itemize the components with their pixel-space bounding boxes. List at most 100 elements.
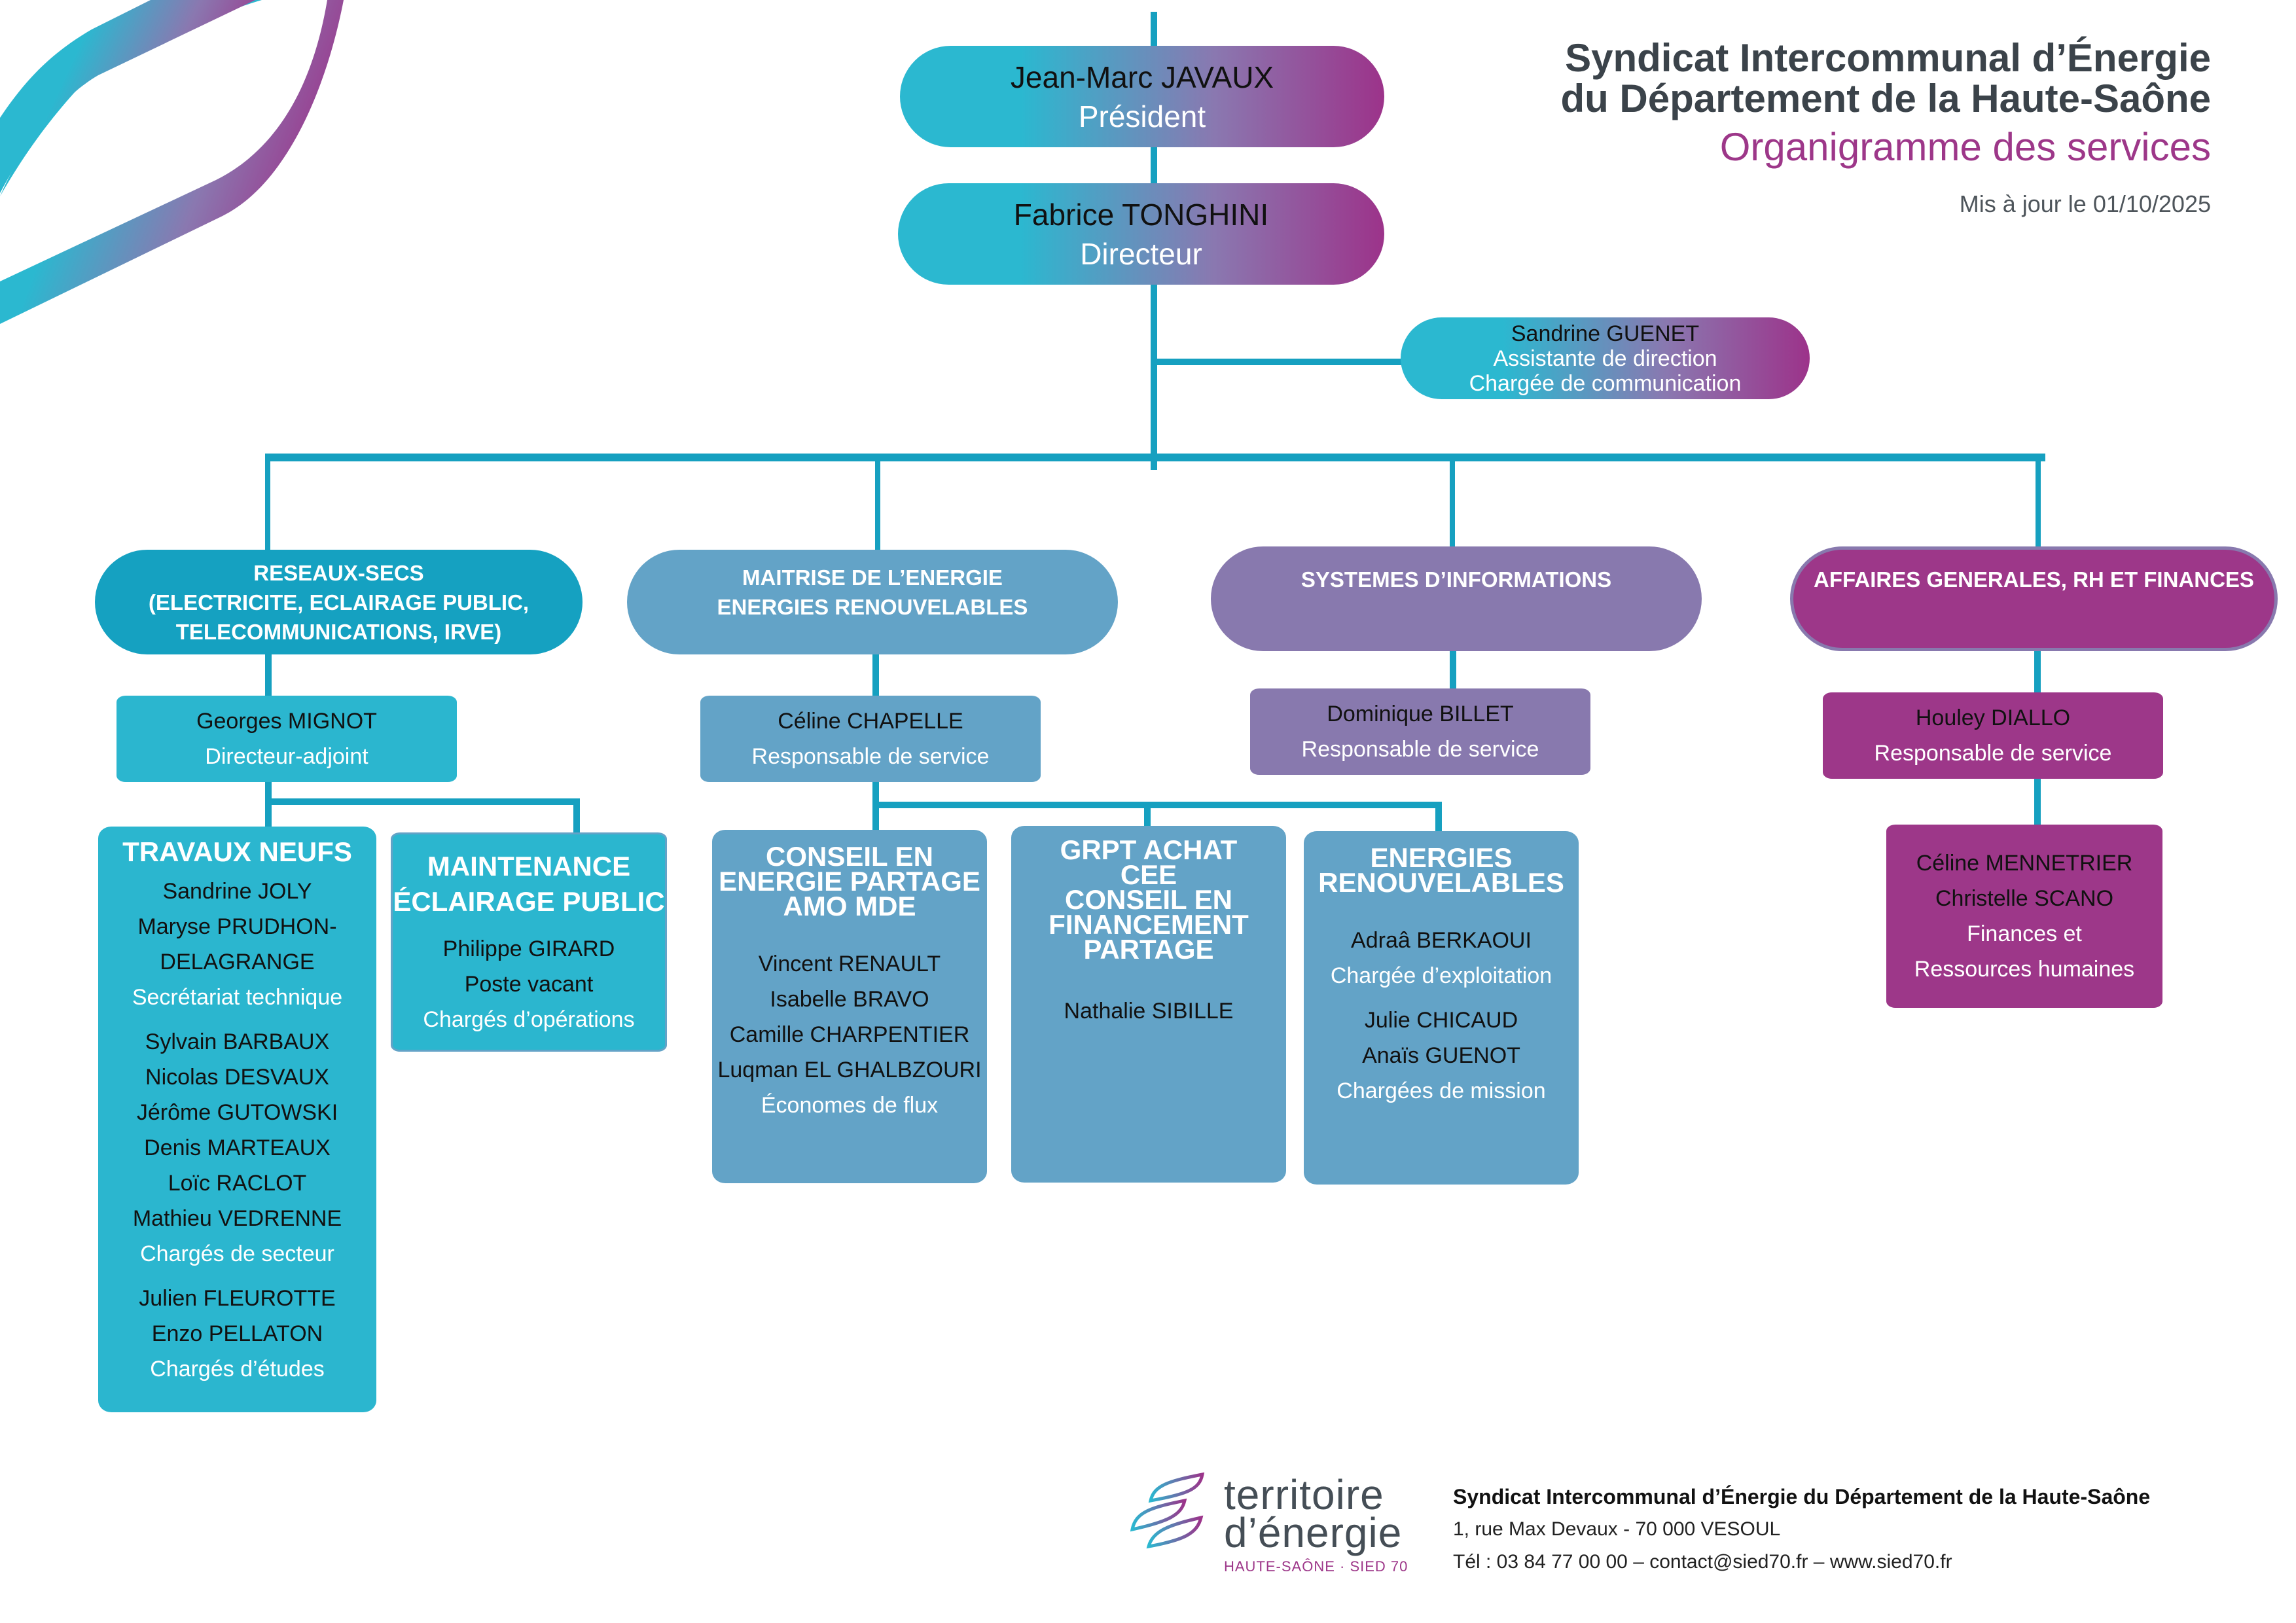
president-node[interactable]: Jean-Marc JAVAUX Président [900,46,1384,147]
org-title-line2: du Département de la Haute-Saône [1560,77,2211,120]
head-role: Responsable de service [1874,741,2112,766]
staff-name: Sandrine JOLY [162,879,312,904]
staff-role: Ressources humaines [1914,957,2135,982]
staff-name: Nicolas DESVAUX [145,1065,329,1090]
connector-bus [265,454,2045,461]
decorative-swoosh [0,0,344,324]
staff-name: Sylvain BARBAUX [145,1029,330,1054]
department-title-line: ENERGIES RENOUVELABLES [717,595,1028,619]
footer-contact[interactable]: Tél : 03 84 77 00 00 – contact@sied70.fr… [1453,1551,1952,1573]
assistant-role-2: Chargée de communication [1469,370,1742,396]
head-celine-chapelle[interactable]: Céline CHAPELLE Responsable de service [700,696,1041,782]
staff-name: Poste vacant [464,972,594,997]
connector-d2-team3 [1435,802,1442,831]
staff-name: Denis MARTEAUX [144,1135,331,1160]
staff-name: Maryse PRUDHON- [137,914,337,939]
staff-role: Économes de flux [761,1093,939,1118]
department-title-line: MAITRISE DE L’ENERGIE [742,565,1003,590]
director-name: Fabrice TONGHINI [1013,197,1269,232]
head-name: Georges MIGNOT [196,709,377,734]
head-dominique-billet[interactable]: Dominique BILLET Responsable de service [1250,688,1590,775]
logo-tagline: HAUTE-SAÔNE · SIED 70 [1224,1558,1408,1575]
staff-name: Julien FLEUROTTE [139,1286,336,1311]
team-maintenance-eclairage[interactable]: MAINTENANCE ÉCLAIRAGE PUBLIC Philippe GI… [391,832,667,1052]
team-title: PARTAGE [1083,934,1214,965]
staff-role: Finances et [1967,921,2082,946]
team-title: TRAVAUX NEUFS [122,836,352,867]
staff-name: Anaïs GUENOT [1362,1043,1520,1068]
head-role: Responsable de service [1301,737,1539,762]
connector-drop-2 [875,458,880,556]
department-title-line: (ELECTRICITE, ECLAIRAGE PUBLIC, [148,590,529,615]
assistant-name: Sandrine GUENET [1511,321,1700,346]
team-title: CONSEIL EN [1065,884,1232,915]
staff-role: Secrétariat technique [132,985,343,1010]
staff-name: Céline MENNETRIER [1916,851,2133,876]
assistant-role-1: Assistante de direction [1493,346,1717,371]
team-title: CONSEIL EN [766,841,933,872]
team-energies-renouvelables[interactable]: ENERGIES RENOUVELABLES Adraâ BERKAOUI Ch… [1304,831,1579,1185]
president-name: Jean-Marc JAVAUX [1010,60,1274,94]
head-role: Responsable de service [751,744,990,769]
staff-name: Adraâ BERKAOUI [1351,928,1532,953]
staff-role: Chargée d’exploitation [1330,963,1552,988]
department-title-line: TELECOMMUNICATIONS, IRVE) [175,619,502,644]
head-georges-mignot[interactable]: Georges MIGNOT Directeur-adjoint [117,696,457,782]
department-title-line: SYSTEMES D’INFORMATIONS [1300,567,1612,592]
team-title: GRPT ACHAT [1060,834,1238,865]
department-title-line: AFFAIRES GENERALES, RH ET FINANCES [1814,567,2254,592]
staff-name: Isabelle BRAVO [770,987,929,1012]
department-affaires-generales[interactable]: AFFAIRES GENERALES, RH ET FINANCES [1790,546,2278,651]
team-grpt-achat[interactable]: GRPT ACHAT CEE CONSEIL EN FINANCEMENT PA… [1011,826,1286,1183]
department-reseaux-secs[interactable]: RESEAUX-SECS (ELECTRICITE, ECLAIRAGE PUB… [95,550,583,654]
team-title: ENERGIES [1370,842,1513,873]
logo-text-line2: d’énergie [1224,1509,1403,1556]
team-finances-rh[interactable]: Céline MENNETRIER Christelle SCANO Finan… [1886,825,2162,1008]
staff-name: Vincent RENAULT [758,952,941,976]
head-name: Dominique BILLET [1327,702,1514,726]
staff-name: Loïc RACLOT [168,1171,307,1196]
team-conseil-energie-partage[interactable]: CONSEIL EN ENERGIE PARTAGE AMO MDE Vince… [712,830,987,1183]
connector-d1-team2 [573,798,580,834]
assistant-node[interactable]: Sandrine GUENET Assistante de direction … [1401,317,1810,399]
staff-name: Christelle SCANO [1935,886,2114,911]
staff-role: Chargés d’opérations [423,1007,635,1032]
staff-name: Camille CHARPENTIER [729,1022,970,1047]
team-title: CEE [1120,859,1177,890]
connector-drop-3 [1450,458,1455,553]
staff-role: Chargés de secteur [140,1241,334,1266]
director-node[interactable]: Fabrice TONGHINI Directeur [898,183,1384,285]
staff-role: Chargées de mission [1336,1079,1546,1103]
connector-drop-4 [2036,458,2041,553]
staff-name: Jérôme GUTOWSKI [136,1100,338,1125]
team-travaux-neufs[interactable]: TRAVAUX NEUFS Sandrine JOLY Maryse PRUDH… [98,827,376,1412]
connector-drop-1 [265,458,270,556]
president-role: Président [1078,99,1206,134]
connector-d3-head [1450,648,1456,694]
staff-role: Chargés d’études [150,1357,325,1382]
connector-d1-branch [265,798,579,805]
department-systemes-informations[interactable]: SYSTEMES D’INFORMATIONS [1211,546,1702,651]
team-title: AMO MDE [783,891,916,921]
staff-name: Mathieu VEDRENNE [132,1206,342,1231]
department-maitrise-energie[interactable]: MAITRISE DE L’ENERGIE ENERGIES RENOUVELA… [627,550,1118,654]
logo-icon [1130,1472,1205,1549]
head-houley-diallo[interactable]: Houley DIALLO Responsable de service [1823,692,2163,779]
connector-d2-branch [872,802,1442,808]
connector-d2-team2 [1144,802,1151,828]
head-name: Céline CHAPELLE [778,709,963,734]
team-title: ENERGIE PARTAGE [719,866,980,897]
staff-name: Luqman EL GHALBZOURI [717,1058,982,1082]
logo-text-line1: territoire [1224,1471,1384,1518]
team-title: MAINTENANCE [427,851,631,882]
footer-org-name: Syndicat Intercommunal d’Énergie du Dépa… [1453,1485,2151,1508]
team-title: ÉCLAIRAGE PUBLIC [393,886,665,917]
staff-name: DELAGRANGE [160,950,315,974]
team-title: FINANCEMENT [1049,909,1249,940]
team-title: RENOUVELABLES [1318,867,1564,898]
staff-name: Julie CHICAUD [1364,1008,1518,1033]
head-role: Directeur-adjoint [205,744,368,769]
connector-assistant [1151,359,1412,365]
director-role: Directeur [1080,236,1202,271]
staff-name: Philippe GIRARD [442,936,615,961]
